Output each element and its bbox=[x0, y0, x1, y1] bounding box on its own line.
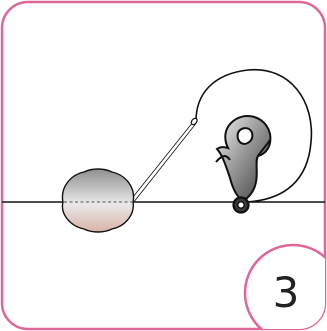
step-number: 3 bbox=[273, 268, 300, 317]
lobster-clasp-icon bbox=[215, 115, 272, 214]
oval-bead-icon bbox=[61, 168, 135, 233]
thread-loop bbox=[195, 68, 313, 203]
step-badge: 3 bbox=[243, 243, 325, 329]
